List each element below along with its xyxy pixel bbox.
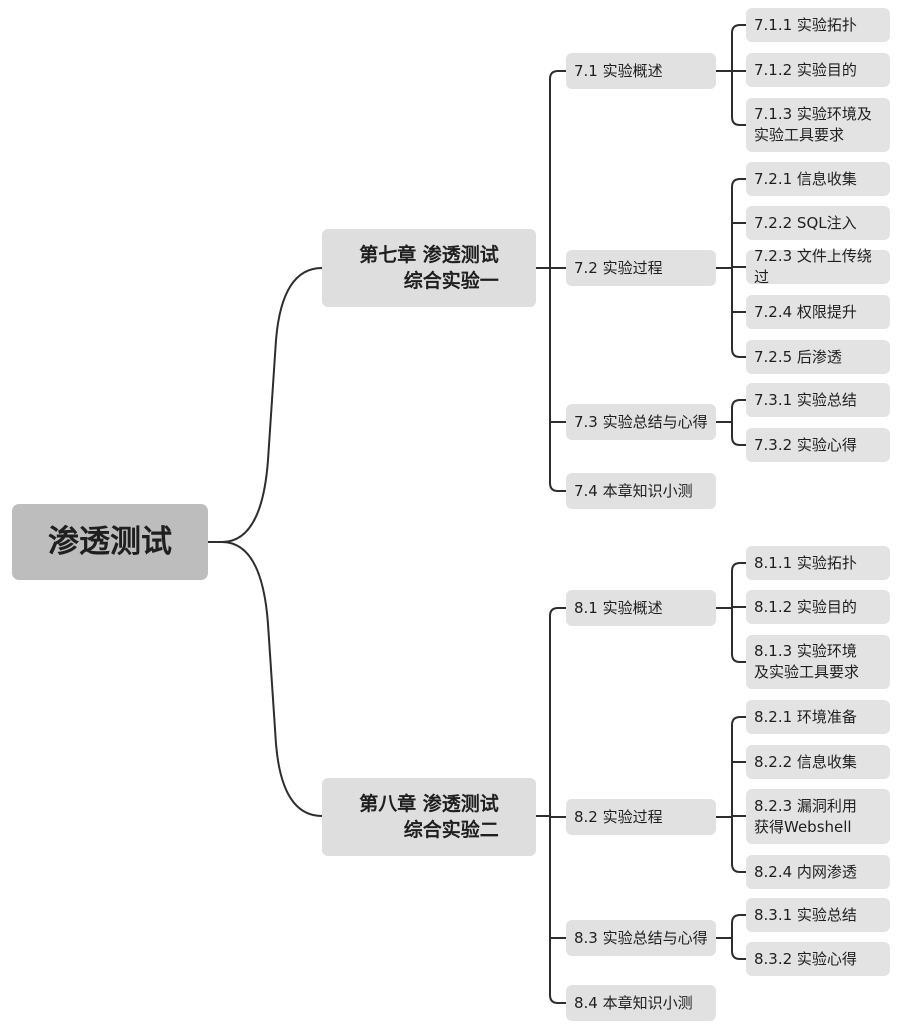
item-7-1-2-node[interactable]: 7.1.2 实验目的 xyxy=(746,53,890,87)
chapter-7-node[interactable]: 第七章 渗透测试 综合实验一 xyxy=(322,229,536,307)
section-8-4-node[interactable]: 8.4 本章知识小测 xyxy=(566,985,716,1021)
chapter-8-connector-top xyxy=(549,607,567,817)
section-7-3-connector-top xyxy=(731,399,747,423)
section-8-1-connector-bottom xyxy=(731,607,747,663)
section-8-1-connector-top xyxy=(731,562,747,609)
item-8-1-1-node[interactable]: 8.1.1 实验拓扑 xyxy=(746,546,890,580)
section-8-2-connector-bottom xyxy=(731,816,747,873)
item-7-2-2-node[interactable]: 7.2.2 SQL注入 xyxy=(746,206,890,240)
item-8-2-3-node[interactable]: 8.2.3 漏洞利用 获得Webshell xyxy=(746,789,890,844)
item-8-2-1-node[interactable]: 8.2.1 环境准备 xyxy=(746,700,890,734)
section-7-2-connector-bottom xyxy=(731,267,747,358)
section-7-2-connector-top xyxy=(731,178,747,269)
chapter-8-connector-bottom xyxy=(549,815,567,1004)
section-7-1-node[interactable]: 7.1 实验概述 xyxy=(566,53,716,89)
section-7-1-connector-top xyxy=(731,24,747,72)
chapter-8-node[interactable]: 第八章 渗透测试 综合实验二 xyxy=(322,778,536,856)
section-8-3-connector-top xyxy=(731,914,747,939)
section-8-3-connector-bottom xyxy=(731,937,747,960)
section-8-2-node[interactable]: 8.2 实验过程 xyxy=(566,799,716,835)
section-8-2-connector-top xyxy=(731,716,747,818)
chapter-7-connector-bottom xyxy=(549,267,567,492)
root-to-chapter-7-connector xyxy=(207,267,323,543)
item-8-1-2-node[interactable]: 8.1.2 实验目的 xyxy=(746,590,890,624)
item-7-2-5-node[interactable]: 7.2.5 后渗透 xyxy=(746,340,890,374)
item-7-1-1-node[interactable]: 7.1.1 实验拓扑 xyxy=(746,8,890,42)
item-7-2-3-node[interactable]: 7.2.3 文件上传绕过 xyxy=(746,247,890,286)
section-8-3-node[interactable]: 8.3 实验总结与心得 xyxy=(566,920,716,956)
section-8-1-node[interactable]: 8.1 实验概述 xyxy=(566,590,716,626)
root-node[interactable]: 渗透测试 xyxy=(12,504,208,580)
item-7-1-3-node[interactable]: 7.1.3 实验环境及 实验工具要求 xyxy=(746,98,890,152)
item-7-2-4-node[interactable]: 7.2.4 权限提升 xyxy=(746,295,890,329)
section-7-4-node[interactable]: 7.4 本章知识小测 xyxy=(566,473,716,509)
chapter-7-connector-top xyxy=(549,70,567,269)
item-8-2-2-node[interactable]: 8.2.2 信息收集 xyxy=(746,745,890,779)
section-7-2-node[interactable]: 7.2 实验过程 xyxy=(566,250,716,286)
item-8-3-1-node[interactable]: 8.3.1 实验总结 xyxy=(746,898,890,932)
item-7-2-1-node[interactable]: 7.2.1 信息收集 xyxy=(746,162,890,196)
root-to-chapter-8-connector xyxy=(221,541,323,817)
section-7-3-connector-bottom xyxy=(731,421,747,446)
item-8-1-3-node[interactable]: 8.1.3 实验环境 及实验工具要求 xyxy=(746,635,890,689)
item-8-3-2-node[interactable]: 8.3.2 实验心得 xyxy=(746,942,890,976)
section-7-1-connector-bottom xyxy=(731,70,747,126)
item-7-3-1-node[interactable]: 7.3.1 实验总结 xyxy=(746,383,890,417)
section-7-3-node[interactable]: 7.3 实验总结与心得 xyxy=(566,404,716,440)
item-7-3-2-node[interactable]: 7.3.2 实验心得 xyxy=(746,428,890,462)
item-8-2-4-node[interactable]: 8.2.4 内网渗透 xyxy=(746,855,890,889)
